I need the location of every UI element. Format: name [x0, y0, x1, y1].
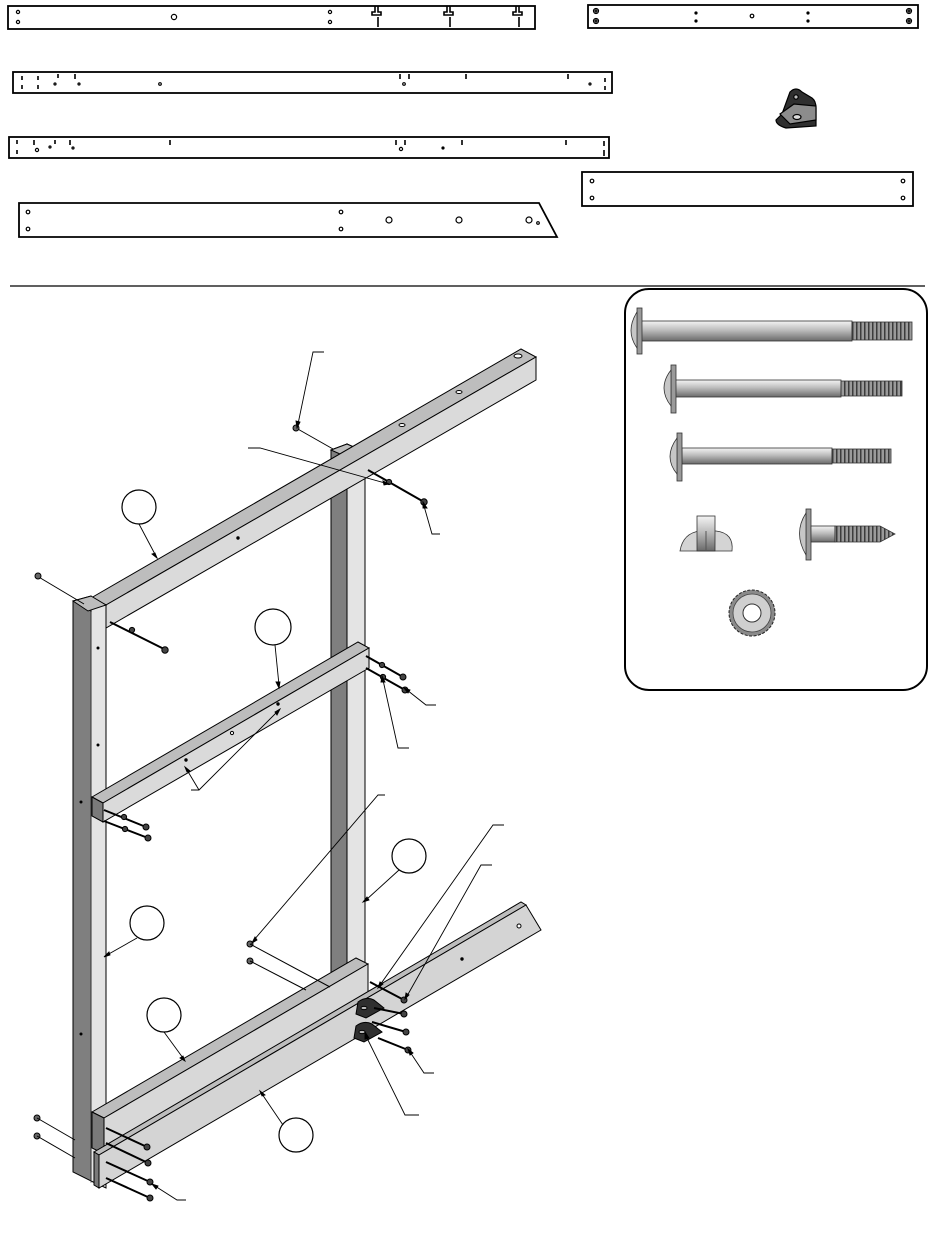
- callout-rear-post: [392, 839, 426, 873]
- bracket: [776, 89, 816, 128]
- board-long-a: [8, 6, 535, 29]
- board-long-b: [13, 72, 612, 93]
- board-short-b: [582, 172, 913, 206]
- callout-top-rail: [122, 490, 156, 524]
- middle-rail: [92, 642, 369, 822]
- board-long-c: [9, 137, 609, 158]
- base-rail: [94, 902, 541, 1188]
- lower-rail: [92, 958, 368, 1154]
- hardware-panel: [625, 289, 927, 690]
- bolts-middle-right: [366, 656, 408, 693]
- callout-lower-rail: [147, 998, 181, 1032]
- board-angled: [19, 203, 557, 237]
- post-rear: [331, 444, 365, 975]
- board-short-a: [588, 5, 918, 28]
- post-front: [73, 596, 106, 1188]
- callout-middle-rail: [255, 609, 291, 645]
- parts-list: [8, 5, 918, 237]
- callout-front-post: [130, 906, 164, 940]
- top-rail: [91, 349, 536, 628]
- callout-base-rail: [279, 1118, 313, 1152]
- lock-washer-icon: [729, 590, 775, 636]
- assembly-view: [73, 349, 541, 1188]
